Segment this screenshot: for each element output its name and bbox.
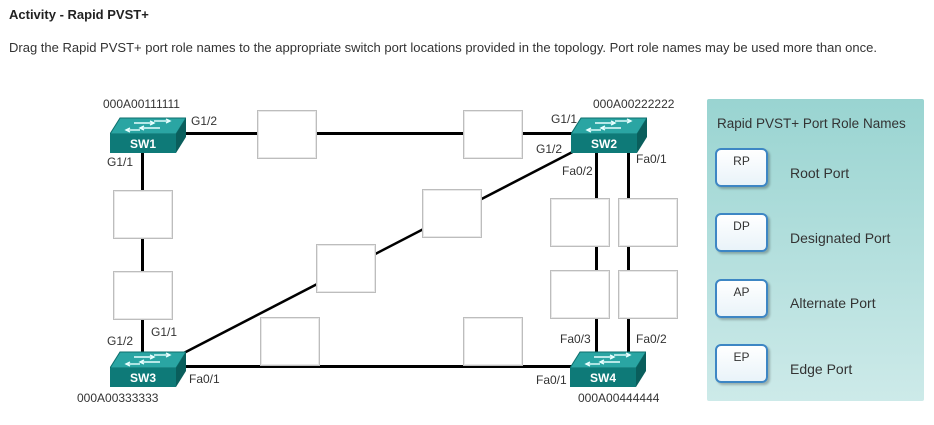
role-abbr: DP — [733, 219, 750, 233]
port-label-sw4-fa01: Fa0/1 — [536, 373, 567, 387]
port-label-sw3-g11: G1/1 — [151, 325, 178, 339]
drop-zone-sw1-g12[interactable] — [257, 110, 317, 159]
role-name-edge-port: Edge Port — [790, 361, 853, 377]
switch-sw3: SW3 — [110, 350, 186, 390]
role-name-alternate-port: Alternate Port — [790, 295, 876, 311]
port-label-sw2-fa01: Fa0/1 — [636, 152, 667, 166]
port-label-sw3-fa01: Fa0/1 — [189, 372, 220, 386]
activity-title: Activity - Rapid PVST+ — [9, 7, 149, 22]
role-abbr: RP — [733, 154, 750, 168]
port-label-sw4-fa02: Fa0/2 — [636, 332, 667, 346]
port-label-sw2-fa02: Fa0/2 — [562, 164, 593, 178]
drop-zone-sw4-fa01[interactable] — [463, 317, 523, 366]
port-label-sw4-fa03: Fa0/3 — [560, 332, 591, 346]
drop-zone-sw2-g11[interactable] — [463, 110, 523, 159]
sw1-mac: 000A00111111 — [103, 97, 180, 111]
activity-instructions: Drag the Rapid PVST+ port role names to … — [9, 40, 877, 55]
link-sw2-sw4-b — [627, 148, 630, 354]
link-sw1-sw3 — [141, 153, 144, 358]
role-name-root-port: Root Port — [790, 165, 850, 181]
switch-sw1: SW1 — [110, 116, 186, 156]
switch-sw2: SW2 — [571, 116, 647, 156]
drop-zone-sw2-fa01[interactable] — [618, 198, 678, 247]
role-abbr: AP — [733, 285, 750, 299]
panel-title: Rapid PVST+ Port Role Names — [717, 116, 906, 131]
sw3-mac: 000A00333333 — [77, 391, 159, 405]
drop-zone-sw3-fa01[interactable] — [260, 317, 320, 366]
drop-zone-sw1-g11[interactable] — [113, 190, 173, 239]
link-sw1-sw2 — [182, 132, 582, 135]
switch-label: SW3 — [129, 371, 156, 385]
role-button-rp[interactable]: RP — [715, 148, 768, 187]
link-sw2-sw4-a — [595, 152, 598, 357]
port-role-panel: Rapid PVST+ Port Role Names RP Root Port… — [707, 99, 924, 401]
drop-zone-sw4-fa02[interactable] — [618, 270, 678, 319]
switch-icon — [110, 117, 186, 153]
link-sw3-sw4 — [180, 365, 578, 368]
role-abbr: EP — [733, 350, 750, 364]
port-label-sw2-g11: G1/1 — [551, 112, 578, 126]
drop-zone-sw4-fa03[interactable] — [550, 270, 610, 319]
switch-label: SW2 — [590, 137, 617, 151]
drop-zone-sw3-g11[interactable] — [316, 244, 376, 293]
switch-icon — [571, 117, 647, 153]
switch-sw4: SW4 — [570, 350, 646, 390]
role-name-designated-port: Designated Port — [790, 230, 891, 246]
switch-label: SW1 — [129, 137, 156, 151]
drop-zone-sw3-g12[interactable] — [113, 271, 173, 320]
role-button-dp[interactable]: DP — [715, 213, 768, 252]
port-label-sw1-g12: G1/2 — [191, 114, 218, 128]
switch-label: SW4 — [589, 371, 616, 385]
drop-zone-sw2-fa02[interactable] — [550, 198, 610, 247]
port-label-sw2-g12: G1/2 — [536, 142, 563, 156]
role-button-ep[interactable]: EP — [715, 344, 768, 383]
sw2-mac: 000A00222222 — [593, 97, 675, 111]
drop-zone-sw2-g12[interactable] — [422, 189, 482, 238]
port-label-sw3-g12: G1/2 — [107, 334, 134, 348]
switch-icon — [570, 351, 646, 387]
sw4-mac: 000A00444444 — [578, 391, 660, 405]
switch-icon — [110, 351, 186, 387]
role-button-ap[interactable]: AP — [715, 279, 768, 318]
port-label-sw1-g11: G1/1 — [107, 155, 134, 169]
